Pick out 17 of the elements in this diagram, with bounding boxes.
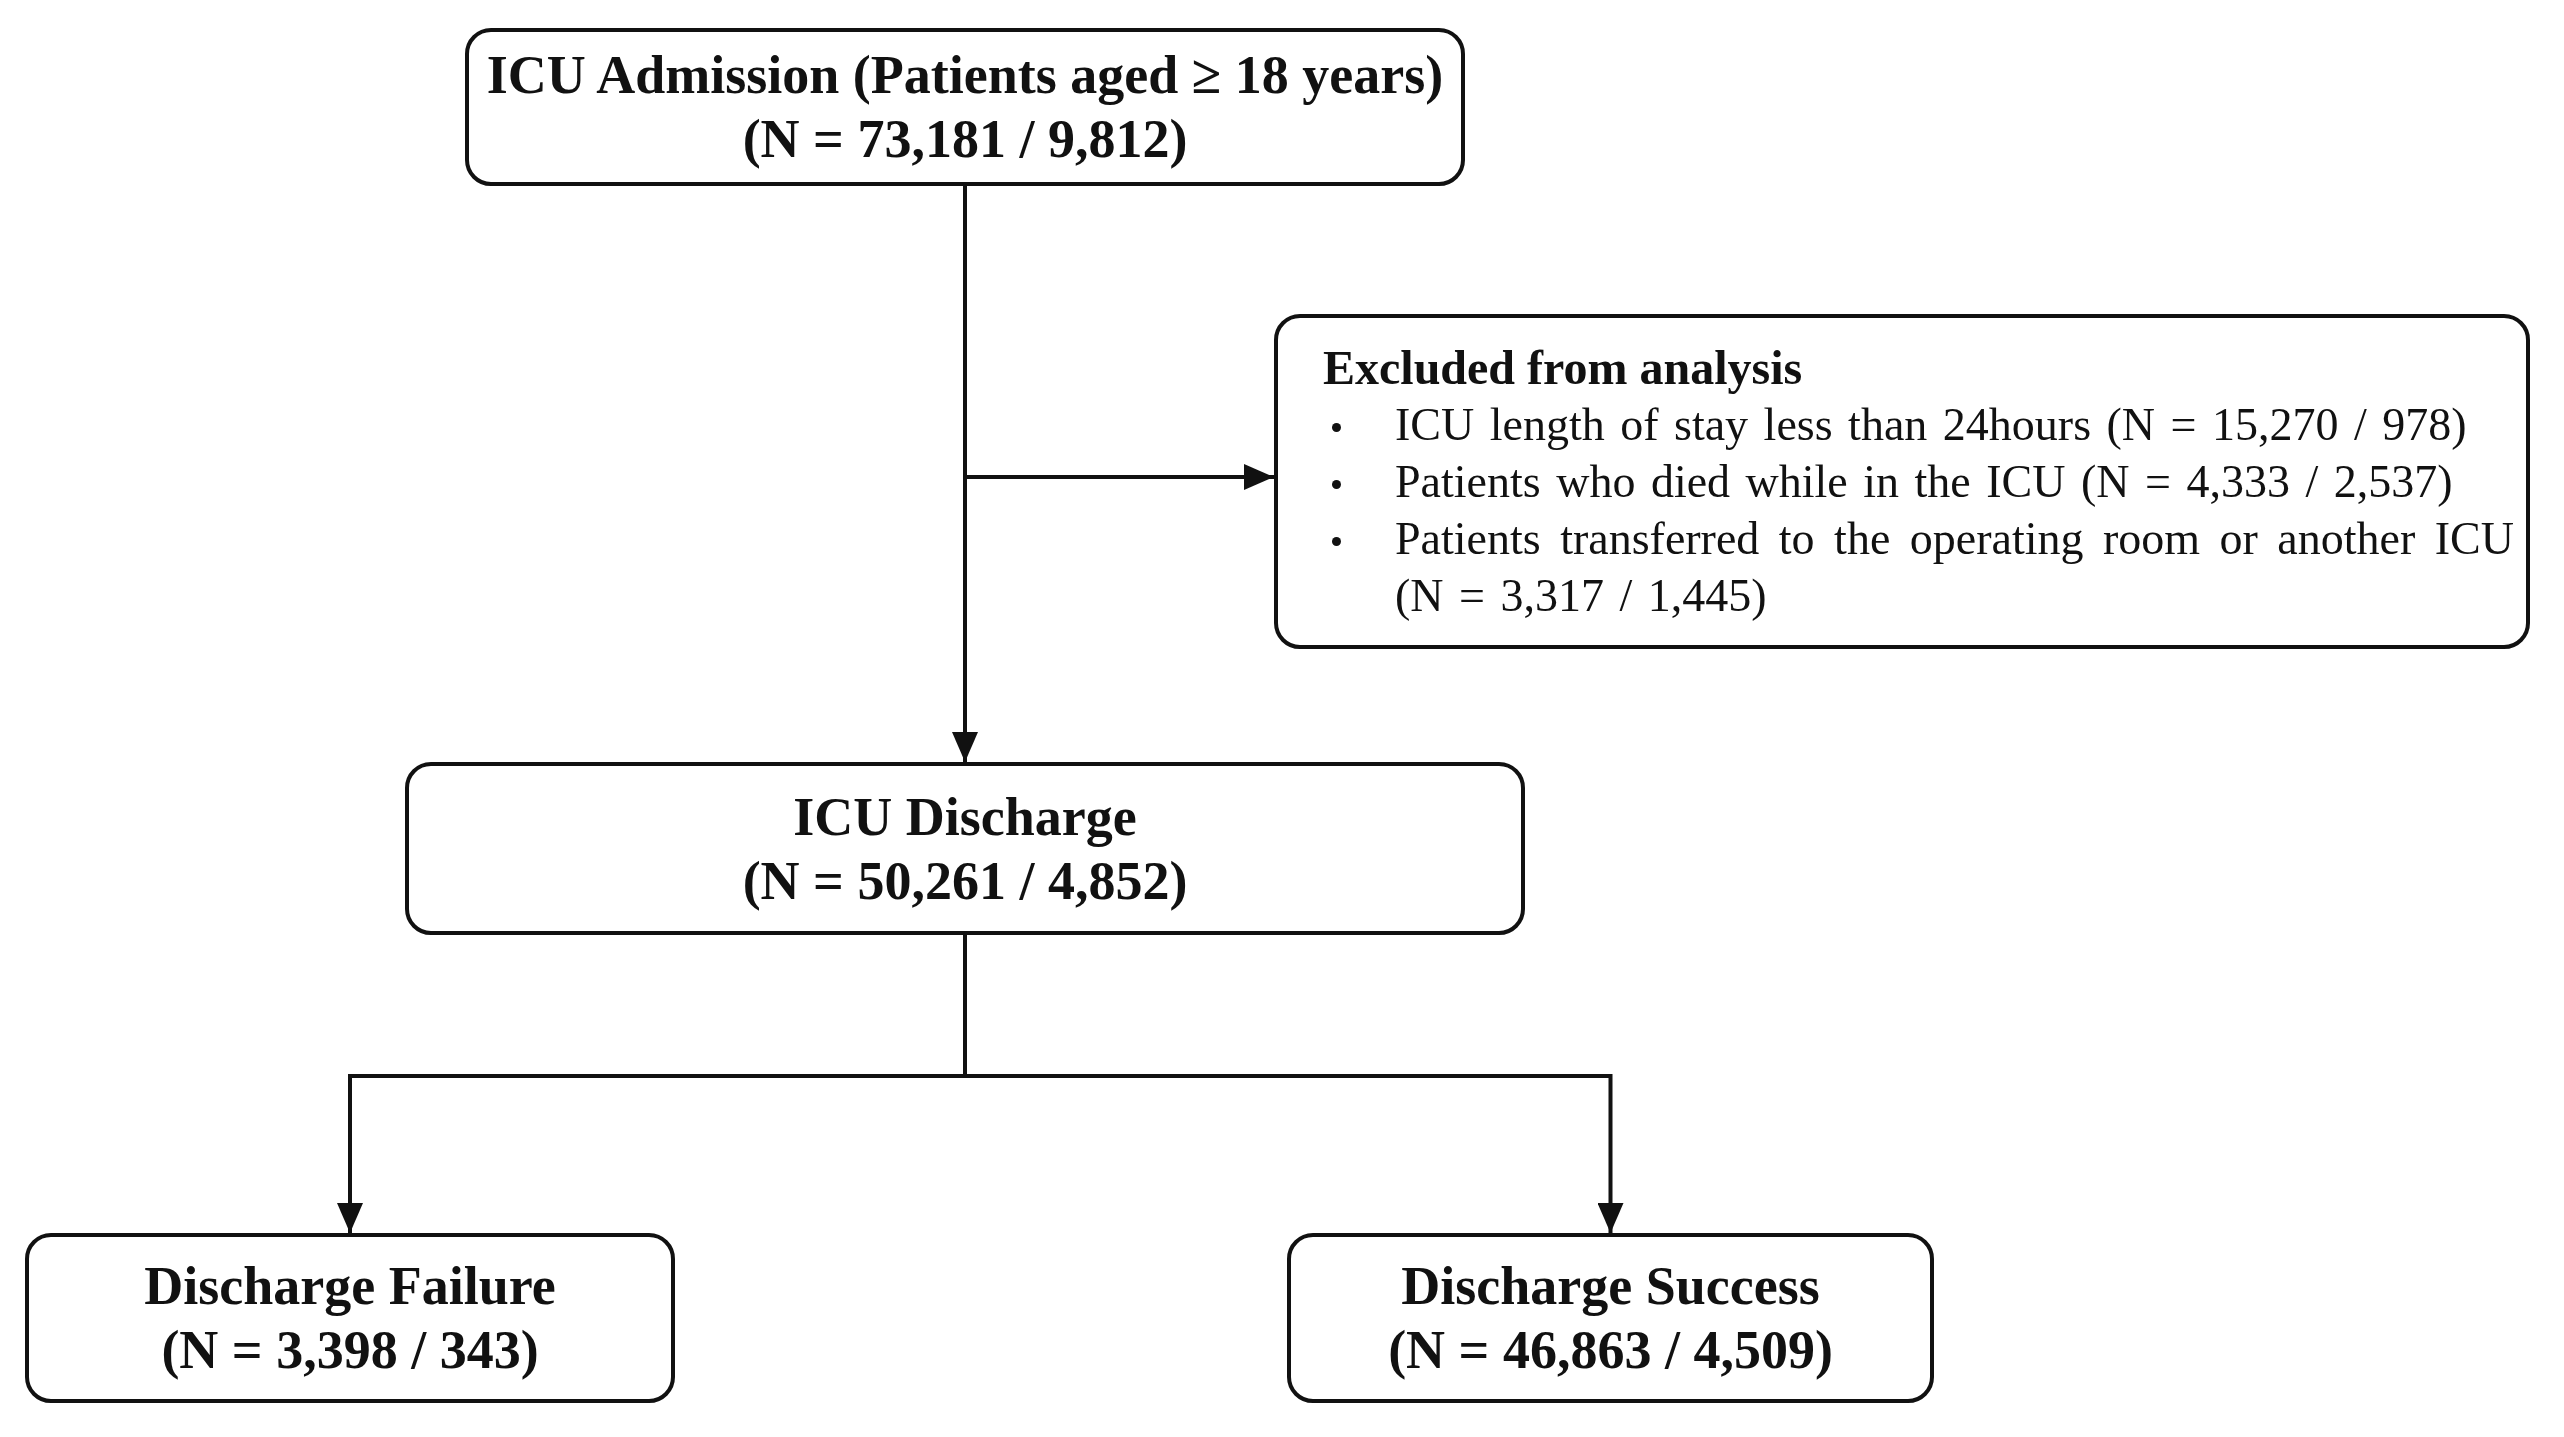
patient-count: (N = 3,398 / 343) xyxy=(161,1319,539,1382)
process-box xyxy=(405,762,1525,935)
patient-count: (N = 73,181 / 9,812) xyxy=(742,108,1188,171)
process-box xyxy=(25,1233,675,1403)
exclusion-item: Patients transferred to the operating room or another ICU (N = 3,317 / 1,445) xyxy=(1395,512,2514,623)
node-title: ICU Discharge xyxy=(793,785,1137,849)
patient-count: (N = 50,261 / 4,852) xyxy=(742,849,1188,913)
exclusion-item: ICU length of stay less than 24hours (N = 15,270 / 978) xyxy=(1395,398,2468,452)
patient-count: (N = 46,863 / 4,509) xyxy=(1388,1319,1833,1382)
process-box xyxy=(1287,1233,1934,1403)
node-title: Discharge Success xyxy=(1401,1255,1820,1318)
node-title: ICU Admission (Patients aged ≥ 18 years) xyxy=(486,44,1444,107)
exclusion-heading: Excluded from analysis xyxy=(1323,340,1803,396)
node-title: Discharge Failure xyxy=(144,1255,556,1318)
exclusion-item: Patients who died while in the ICU (N = 4,333 / 2,537) xyxy=(1395,455,2454,509)
process-box xyxy=(465,28,1465,186)
exclusion-box xyxy=(1274,314,2530,649)
